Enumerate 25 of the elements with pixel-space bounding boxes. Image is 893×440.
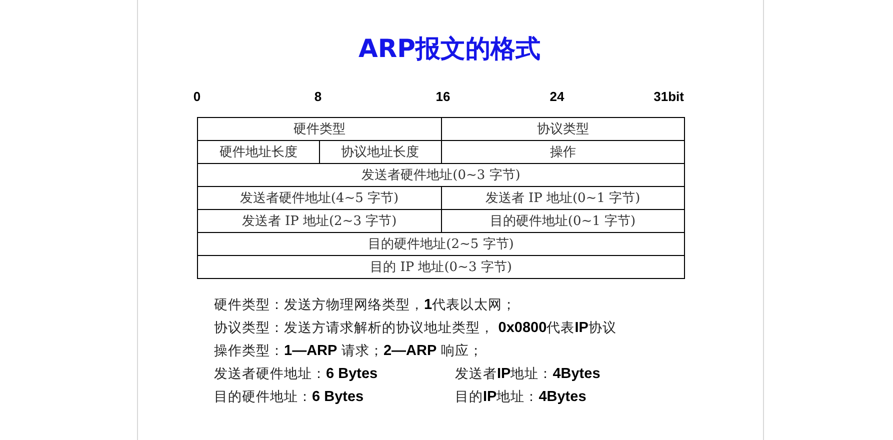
title: ARP报文的格式 <box>358 33 542 65</box>
bit-position-label: 16 <box>436 89 450 104</box>
field-note: 操作类型：1—ARP 请求；2—ARP 响应； <box>214 342 483 360</box>
field-cell: 发送者 IP 地址(0~1 字节) <box>442 187 685 210</box>
field-cell: 发送者硬件地址(0~3 字节) <box>198 164 685 187</box>
field-cell: 发送者 IP 地址(2~3 字节) <box>198 210 442 233</box>
field-cell: 协议地址长度 <box>320 141 442 164</box>
field-cell: 操作 <box>442 141 685 164</box>
field-note: 目的IP地址：4Bytes <box>455 388 586 406</box>
field-note: 协议类型：发送方请求解析的协议地址类型， 0x0800代表IP协议 <box>214 319 616 337</box>
field-cell: 目的硬件地址(2~5 字节) <box>198 233 685 256</box>
field-cell: 硬件类型 <box>198 118 442 141</box>
field-cell: 协议类型 <box>442 118 685 141</box>
bit-position-label: 31bit <box>654 89 684 104</box>
field-cell: 目的 IP 地址(0~3 字节) <box>198 256 685 279</box>
field-cell: 目的硬件地址(0~1 字节) <box>442 210 685 233</box>
bit-position-label: 0 <box>193 89 201 104</box>
field-cell: 硬件地址长度 <box>198 141 320 164</box>
field-note: 发送者IP地址：4Bytes <box>455 365 600 383</box>
bit-position-label: 24 <box>550 89 564 104</box>
field-note: 目的硬件地址：6 Bytes <box>214 388 364 406</box>
bit-position-label: 8 <box>314 89 322 104</box>
field-note: 硬件类型：发送方物理网络类型，1代表以太网； <box>214 296 516 314</box>
field-cell: 发送者硬件地址(4~5 字节) <box>198 187 442 210</box>
field-note: 发送者硬件地址：6 Bytes <box>214 365 378 383</box>
